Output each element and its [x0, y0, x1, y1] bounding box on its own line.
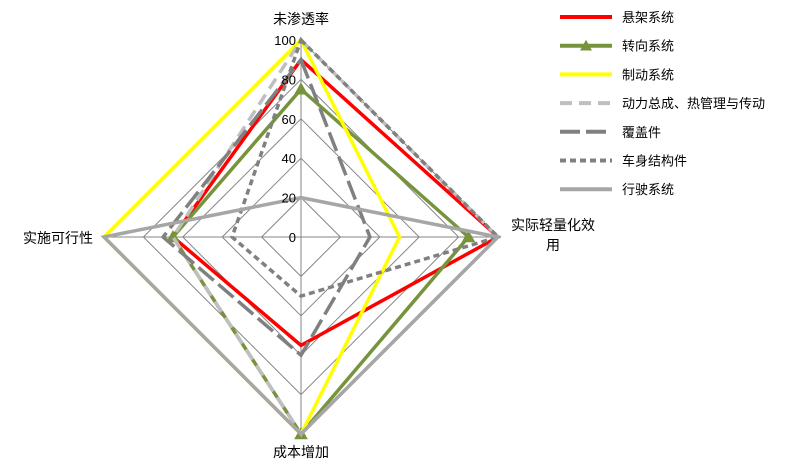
axis-label-0-line-0: 未渗透率	[273, 11, 329, 28]
tick-label-0: 0	[289, 230, 296, 245]
legend-label-2: 转向系统	[622, 39, 674, 55]
series-line-7	[100, 195, 502, 437]
axis-label-3: 实施可行性	[23, 231, 93, 247]
series-line-6	[230, 36, 502, 299]
tick-label-20: 20	[282, 191, 296, 206]
axis-label-1-line-1: 用	[546, 238, 560, 254]
tick-label-80: 80	[282, 72, 296, 87]
series-line-1	[170, 57, 502, 348]
legend-label-7: 行驶系统	[622, 183, 674, 198]
series-2-marker-1	[461, 229, 476, 243]
legend-label-5: 覆盖件	[622, 126, 661, 141]
tick-label-100: 100	[274, 33, 296, 48]
axis-label-3-line-0: 实施可行性	[23, 231, 93, 247]
radial-tick-labels: 0 20 40 60 80 100	[274, 33, 296, 245]
legend-label-3: 制动系统	[622, 68, 674, 83]
axis-label-0: 未渗透率	[273, 11, 329, 28]
legend-label-1: 悬架系统	[622, 11, 674, 26]
axis-label-2-line-0: 成本增加	[273, 445, 329, 461]
radar-series	[100, 36, 502, 440]
legend-marker-2	[580, 39, 592, 51]
axis-label-2: 成本增加	[273, 445, 329, 461]
series-2-marker-0	[294, 82, 308, 95]
axis-label-1: 实际轻量化效用	[511, 218, 595, 254]
series-line-5	[160, 56, 372, 358]
axis-label-1-line-0: 实际轻量化效	[511, 218, 595, 234]
legend-label-4: 动力总成、热管理与传动	[622, 97, 765, 112]
tick-label-40: 40	[282, 151, 296, 166]
legend-label-6: 车身结构件	[622, 154, 687, 170]
tick-label-60: 60	[282, 112, 296, 127]
series-line-2	[170, 86, 471, 437]
